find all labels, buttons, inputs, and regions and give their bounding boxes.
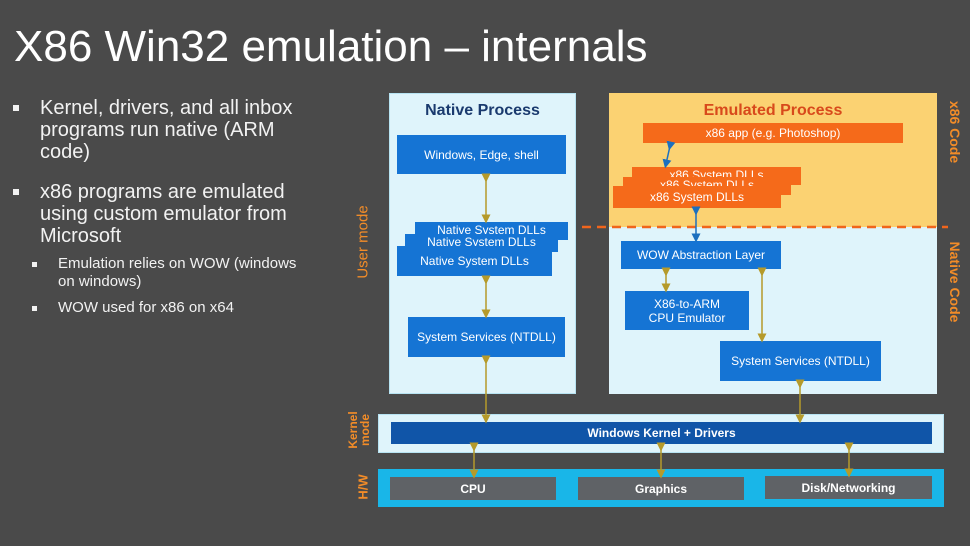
windows-edge-shell-box: Windows, Edge, shell: [397, 135, 566, 174]
sub-bullet-item: Emulation relies on WOW (windows on wind…: [12, 255, 312, 291]
x86-dlls-box: x86 System DLLs: [613, 186, 781, 208]
cpu-emulator-box: X86-to-ARM CPU Emulator: [625, 291, 749, 330]
slide-title: X86 Win32 emulation – internals: [14, 22, 648, 71]
emulated-process-title: Emulated Process: [703, 102, 843, 119]
cpu-emulator-line1: X86-to-ARM: [653, 296, 721, 311]
sub-bullet-item: WOW used for x86 on x64: [12, 299, 312, 317]
bullet-item: x86 programs are emulated using custom e…: [12, 181, 312, 247]
bullet-item: Kernel, drivers, and all inbox programs …: [12, 97, 312, 163]
native-dlls-box: Native System DLLs: [397, 246, 552, 276]
disk-networking-box: Disk/Networking: [765, 476, 932, 499]
wow-abstraction-layer-box: WOW Abstraction Layer: [621, 241, 781, 269]
cpu-emulator-line2: CPU Emulator: [648, 310, 726, 325]
windows-kernel-drivers-bar: Windows Kernel + Drivers: [391, 422, 932, 444]
bullet-list: Kernel, drivers, and all inbox programs …: [12, 97, 312, 325]
x86-app-box: x86 app (e.g. Photoshop): [643, 123, 903, 143]
arrow-app-to-x86-dlls: [662, 140, 676, 169]
cpu-box: CPU: [390, 477, 556, 500]
emulated-system-services-box: System Services (NTDLL): [720, 341, 881, 381]
graphics-box: Graphics: [578, 477, 744, 500]
native-system-services-box: System Services (NTDLL): [408, 317, 565, 357]
native-process-title: Native Process: [425, 102, 540, 119]
